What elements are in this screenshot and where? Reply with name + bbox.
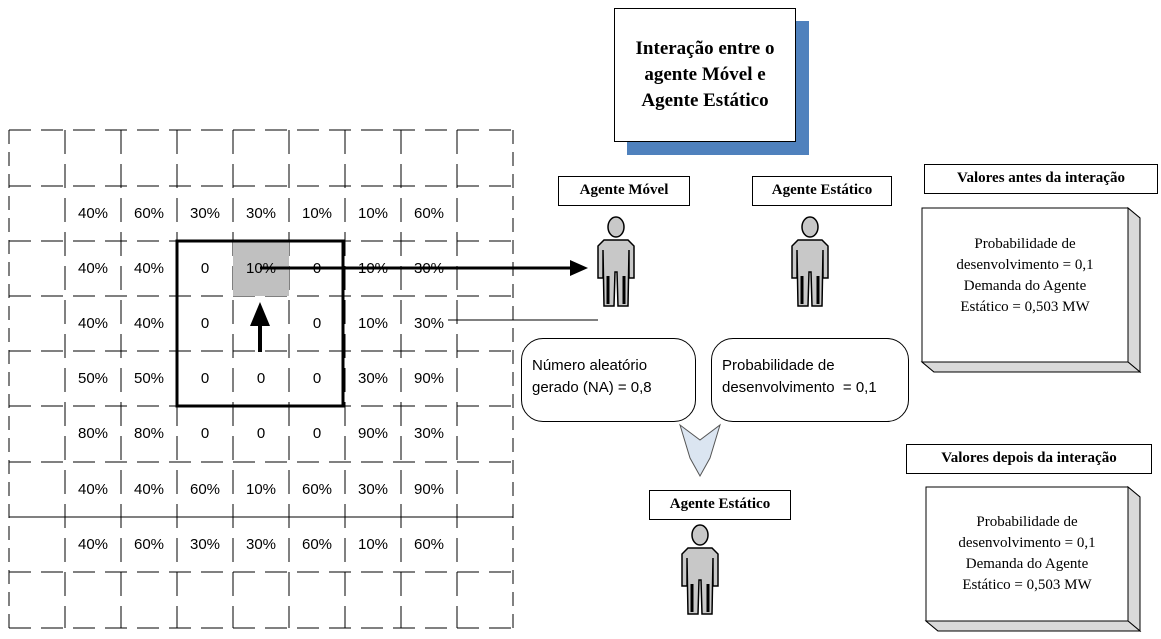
neighbourhood-square xyxy=(175,239,345,408)
grid-cell-value: 10% xyxy=(245,260,277,278)
grid-cell-value: 0 xyxy=(312,425,322,443)
box-before xyxy=(920,206,1142,374)
probability-line-2: desenvolvimento = 0,1 xyxy=(722,379,877,396)
down-chevron-arrow xyxy=(679,423,721,478)
before-line-2: desenvolvimento = 0,1 xyxy=(956,257,1094,273)
mobile-agent-person-icon xyxy=(597,216,635,307)
random-number-bubble: Número aleatório gerado (NA) = 0,8 xyxy=(521,338,696,422)
grid-cell-value: 40% xyxy=(77,480,109,498)
after-header: Valores depois da interação xyxy=(906,444,1152,474)
grid-cell-value: 0 xyxy=(312,370,322,388)
grid-cell-value: 30% xyxy=(413,315,445,333)
probability-bubble: Probabilidade de desenvolvimento = 0,1 xyxy=(711,338,909,422)
grid-cell-value: 90% xyxy=(357,425,389,443)
grid-cell-value: 30% xyxy=(189,535,221,553)
after-line-3: Demanda do Agente xyxy=(965,556,1089,572)
grid-cell-value: 80% xyxy=(133,425,165,443)
grid-cell-value: 30% xyxy=(413,425,445,443)
result-agent-person-icon xyxy=(681,524,719,615)
mobile-agent-label: Agente Móvel xyxy=(558,176,690,206)
grid-cell-value: 40% xyxy=(77,260,109,278)
grid-cell-value: 10% xyxy=(357,260,389,278)
grid-cell-value: 30% xyxy=(357,480,389,498)
grid-cell-value: 0 xyxy=(200,315,210,333)
grid-cell-value: 80% xyxy=(77,425,109,443)
after-values: Probabilidade de desenvolvimento = 0,1 D… xyxy=(926,512,1128,596)
grid-cell-value: 30% xyxy=(245,535,277,553)
grid-cell-value: 60% xyxy=(189,480,221,498)
grid-cell-value: 0 xyxy=(256,370,266,388)
random-line-2: gerado (NA) = 0,8 xyxy=(532,379,652,396)
result-agent-label: Agente Estático xyxy=(649,490,791,520)
up-arrow-head xyxy=(250,302,270,326)
grid-cell-value: 30% xyxy=(245,205,277,222)
static-agent-label: Agente Estático xyxy=(752,176,892,206)
grid-cell-value: 40% xyxy=(77,535,109,553)
grid-cell-value: 60% xyxy=(301,480,333,498)
before-line-1: Probabilidade de xyxy=(974,236,1076,252)
before-line-4: Estático = 0,503 MW xyxy=(960,299,1090,315)
grid-cell-value: 50% xyxy=(77,370,109,388)
grid-cell-value: 10% xyxy=(245,480,277,498)
grid-cell-value: 60% xyxy=(133,535,165,553)
grid-cell-value: 90% xyxy=(413,370,445,388)
grid-cell-value: 0 xyxy=(256,425,266,443)
after-line-2: desenvolvimento = 0,1 xyxy=(958,535,1096,551)
static-agent-person-icon xyxy=(791,216,829,307)
grid-cell-value: 0 xyxy=(200,425,210,443)
diagram-title: Interação entre o agente Móvel e Agente … xyxy=(635,38,775,111)
grid-cell-value: 30% xyxy=(413,260,445,278)
grid-cell-value: 60% xyxy=(413,205,445,222)
after-line-1: Probabilidade de xyxy=(976,514,1078,530)
after-line-4: Estático = 0,503 MW xyxy=(962,577,1092,593)
grid-cell-value: 0 xyxy=(200,370,210,388)
grid-cell-value: 10% xyxy=(357,205,389,222)
grid-cell-value: 50% xyxy=(133,370,165,388)
probability-line-1: Probabilidade de xyxy=(722,357,835,374)
grid-cell-value: 10% xyxy=(357,315,389,333)
grid-cell-value: 40% xyxy=(77,315,109,333)
title-box: Interação entre o agente Móvel e Agente … xyxy=(614,8,796,142)
grid-cell-value: 0 xyxy=(312,260,322,278)
grid-cell-value: 40% xyxy=(77,205,109,222)
random-line-1: Número aleatório xyxy=(532,357,648,374)
right-arrow-head xyxy=(570,260,588,276)
grid-cell-value: 0 xyxy=(312,315,322,333)
box-after xyxy=(924,485,1142,633)
grid-cell-value: 40% xyxy=(133,260,165,278)
grid-cell-value: 0 xyxy=(200,260,210,278)
before-header: Valores antes da interação xyxy=(924,164,1158,194)
grid-cell-value: 10% xyxy=(357,535,389,553)
grid-cell-value: 10% xyxy=(301,205,333,222)
grid-cell-value: 30% xyxy=(357,370,389,388)
before-line-3: Demanda do Agente xyxy=(963,278,1087,294)
before-values: Probabilidade de desenvolvimento = 0,1 D… xyxy=(922,234,1128,318)
grid-cell-value: 40% xyxy=(133,315,165,333)
cell-grid xyxy=(8,129,514,629)
grid-cell-value: 30% xyxy=(189,205,221,222)
grid-cell-value: 60% xyxy=(301,535,333,553)
grid-cell-value: 60% xyxy=(413,535,445,553)
grid-cell-value: 40% xyxy=(133,480,165,498)
grid-cell-value: 90% xyxy=(413,480,445,498)
grid-cell-value: 60% xyxy=(133,205,165,222)
